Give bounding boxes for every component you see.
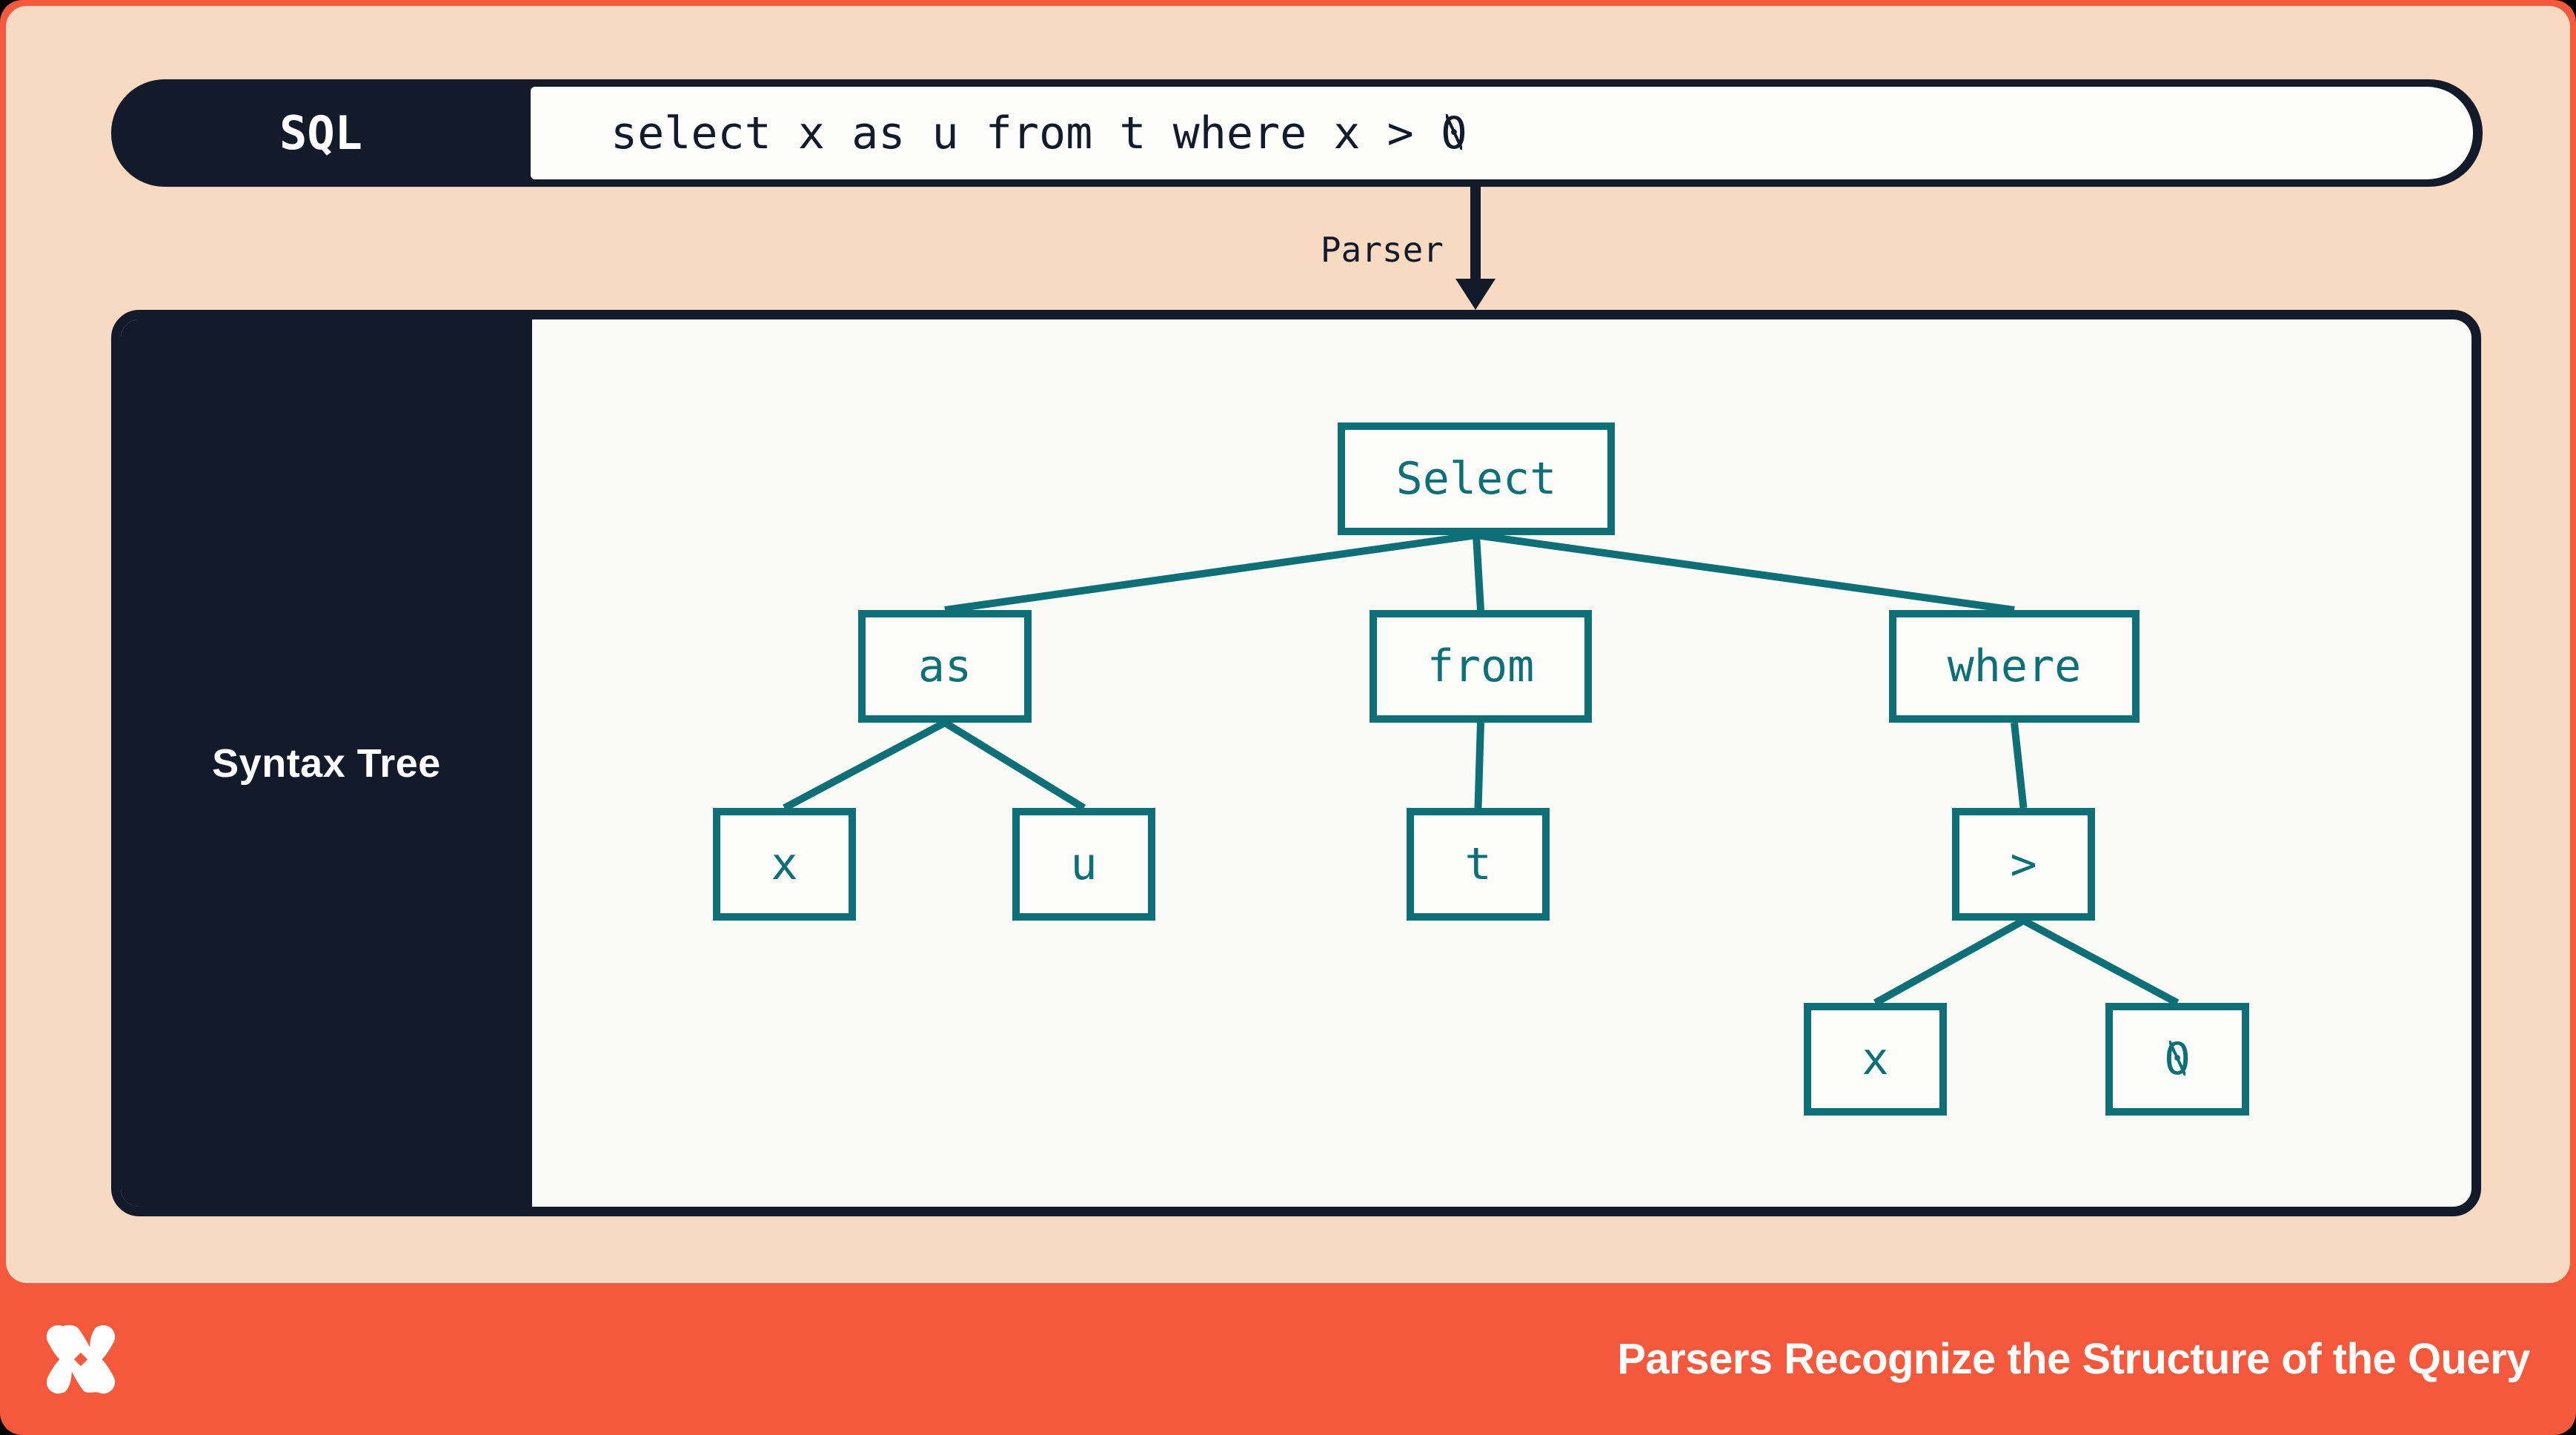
- syntax-tree-label: Syntax Tree: [212, 740, 441, 786]
- footer-title: Parsers Recognize the Structure of the Q…: [1617, 1335, 2530, 1383]
- tree-node-label: x: [771, 838, 798, 890]
- sql-bar-label: SQL: [279, 106, 362, 160]
- dbt-logo-icon: [46, 1325, 116, 1393]
- tree-node-select: Select: [1338, 422, 1615, 535]
- tree-edge-where-gt: [2011, 722, 2028, 809]
- tree-node-zero: 0: [2105, 1003, 2249, 1116]
- tree-edge-as-u: [943, 719, 1086, 812]
- footer-bar: Parsers Recognize the Structure of the Q…: [0, 1283, 2576, 1435]
- tree-edge-as-x1: [783, 719, 947, 812]
- tree-node-as: as: [858, 610, 1032, 723]
- tree-edges: [783, 531, 2180, 1007]
- tree-node-label: u: [1070, 838, 1098, 890]
- tree-edge-from-t: [1474, 722, 1484, 809]
- tree-node-label: t: [1464, 838, 1492, 890]
- tree-edge-gt-zero: [2022, 917, 2180, 1007]
- tree-node-label: as: [917, 640, 972, 692]
- tree-node-u: u: [1012, 808, 1155, 921]
- tree-edge-select-as: [944, 531, 1477, 614]
- tree-edge-gt-x2: [1873, 917, 2025, 1007]
- sql-query-zero: 0: [1440, 107, 1467, 159]
- tree-edge-select-where: [1475, 531, 2015, 614]
- tree-edge-select-from: [1473, 534, 1484, 611]
- tree-node-x1: x: [713, 808, 856, 921]
- sql-query-field: select x as u from t where x > 0: [531, 87, 2473, 179]
- tree-node-label: x: [1862, 1033, 1889, 1085]
- parser-arrow-stem-icon: [1470, 187, 1481, 283]
- syntax-tree-sidebar: Syntax Tree: [121, 319, 532, 1207]
- tree-node-label: 0: [2163, 1033, 2191, 1085]
- tree-node-label: >: [2010, 838, 2037, 890]
- parser-label: Parser: [1320, 230, 1444, 270]
- tree-node-label: from: [1427, 640, 1535, 692]
- syntax-tree-panel: Select as from where x u t > x 0 Syntax Tree: [111, 310, 2481, 1216]
- sql-query-text: select x as u from t where x >: [611, 107, 1441, 159]
- tree-node-label: where: [1947, 640, 2082, 692]
- tree-node-t: t: [1407, 808, 1550, 921]
- tree-node-x2: x: [1804, 1003, 1947, 1116]
- tree-node-from: from: [1370, 610, 1592, 723]
- tree-node-label: Select: [1395, 453, 1557, 505]
- content-panel: SQL select x as u from t where x > 0 Par…: [6, 6, 2570, 1283]
- parser-arrow-down-icon: [1455, 279, 1496, 310]
- tree-node-where: where: [1889, 610, 2140, 723]
- tree-node-gt: >: [1952, 808, 2095, 921]
- sql-bar: SQL select x as u from t where x > 0: [111, 79, 2483, 187]
